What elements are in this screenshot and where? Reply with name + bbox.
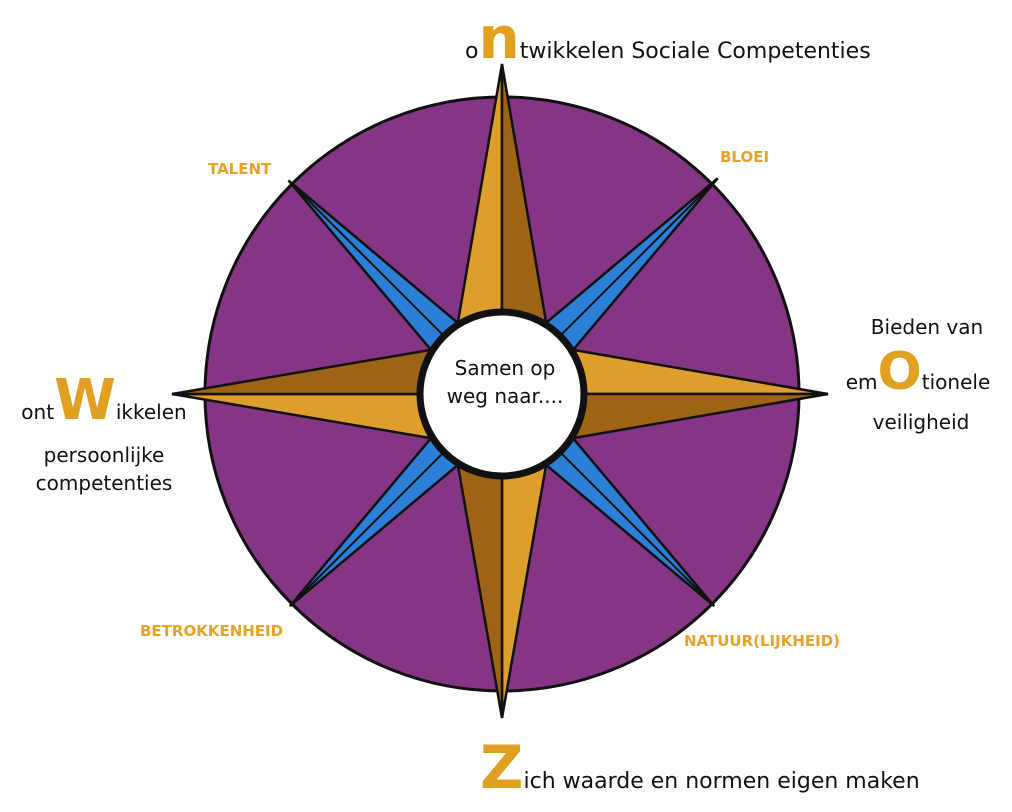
south-label: Zich waarde en normen eigen maken — [480, 738, 920, 812]
center-label: Samen op weg naar.... — [420, 354, 590, 410]
east-line-3: veiligheid — [872, 410, 970, 434]
west-big-letter: W — [54, 368, 116, 433]
label-se: NATUUR(LIJKHEID) — [684, 632, 841, 650]
north-text: twikkelen Sociale Competenties — [519, 39, 871, 64]
west-prefix: ont — [21, 400, 55, 424]
center-line-1: Samen op — [454, 356, 556, 380]
label-sw: BETROKKENHEID — [140, 622, 284, 640]
label-ne: BLOEI — [720, 148, 770, 166]
west-label: ontWikkelen persoonlijke competenties — [6, 372, 202, 497]
center-line-2: weg naar.... — [446, 384, 564, 408]
south-big-letter: Z — [480, 733, 524, 803]
north-prefix: o — [465, 39, 479, 64]
south-text: ich waarde en normen eigen maken — [523, 769, 920, 794]
east-text: tionele — [921, 370, 991, 394]
east-label: Bieden van emOtionele veiligheid — [836, 310, 1006, 434]
west-line-3: competenties — [35, 471, 173, 495]
east-prefix: em — [845, 370, 878, 394]
north-label: ontwikkelen Sociale Competenties — [465, 8, 871, 82]
east-big-letter: O — [877, 342, 922, 402]
west-line-2: persoonlijke — [43, 443, 165, 467]
east-line-1: Bieden van — [870, 315, 984, 339]
label-nw: TALENT — [208, 160, 272, 178]
center-circle — [416, 308, 588, 480]
north-big-letter: n — [478, 4, 520, 72]
west-text: ikkelen — [115, 400, 187, 424]
